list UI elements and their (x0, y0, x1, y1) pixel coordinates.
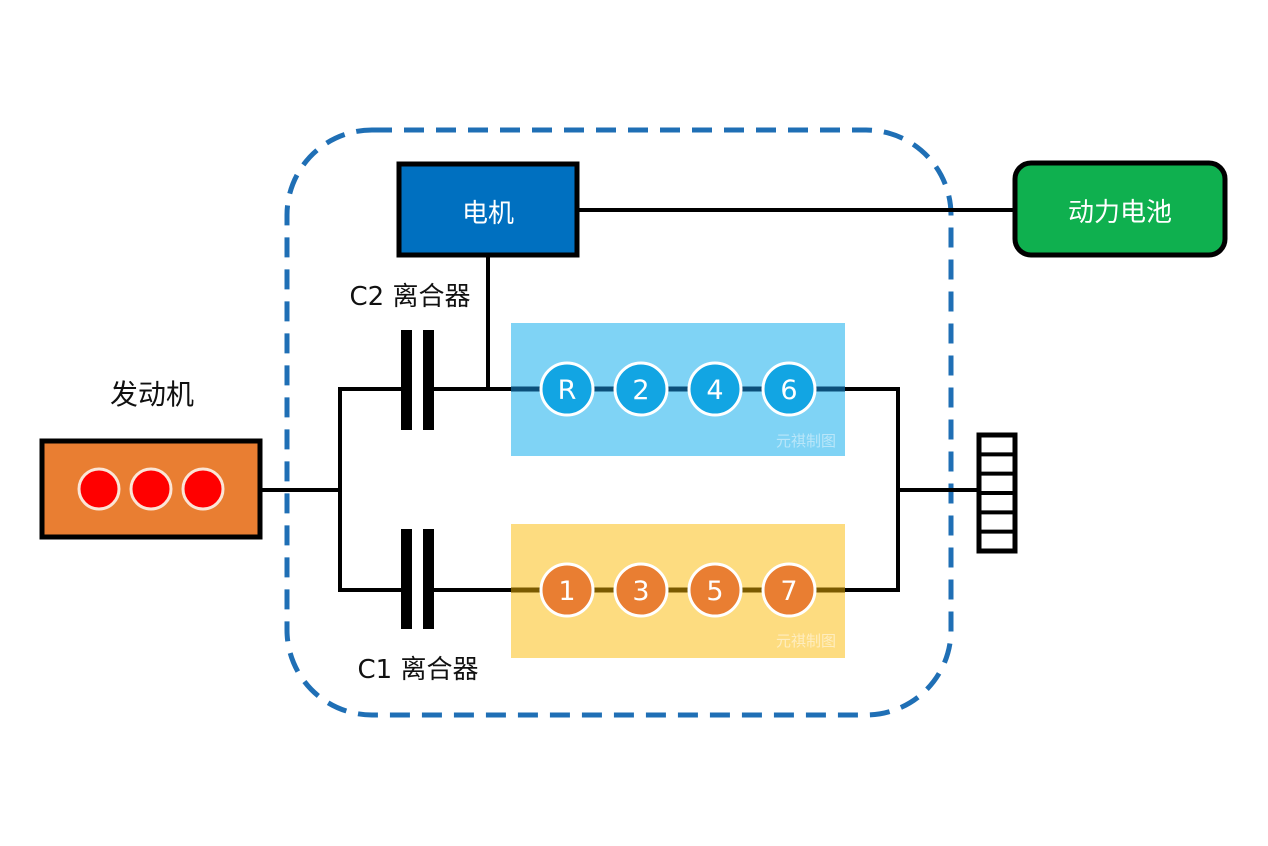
engine-cylinder-icon (129, 467, 173, 511)
even-gear-2[interactable]: 2 (613, 361, 669, 417)
gear-label: 1 (558, 576, 575, 607)
c2-clutch-plate-right (423, 330, 434, 430)
gear-circle-icon (761, 562, 817, 618)
battery-label: 动力电池 (1068, 198, 1172, 228)
transmission-boundary (284, 127, 954, 718)
even-panel-watermark: 元祺制图 (776, 432, 836, 450)
gear-circle-icon (761, 361, 817, 417)
gear-label: R (558, 375, 577, 406)
odd-gear-1[interactable]: 1 (539, 562, 595, 618)
engine-cylinder-icon (77, 467, 121, 511)
gear-label: 7 (780, 576, 797, 607)
gear-label: 5 (706, 576, 723, 607)
gear-circle-icon (687, 361, 743, 417)
c2-clutch-plate-left (401, 330, 412, 430)
gear-circle-icon (613, 562, 669, 618)
motor-block[interactable]: 电机 (396, 161, 580, 258)
gear-circle-icon (613, 361, 669, 417)
odd-gear-7[interactable]: 7 (761, 562, 817, 618)
odd-gear-3[interactable]: 3 (613, 562, 669, 618)
engine-cylinder-icon (181, 467, 225, 511)
even-gear-R[interactable]: R (539, 361, 595, 417)
odd-panel-watermark: 元祺制图 (776, 632, 836, 650)
even-gear-set: R 2 4 6 (539, 361, 817, 417)
c1-clutch-plate-left (401, 529, 412, 629)
even-gear-4[interactable]: 4 (687, 361, 743, 417)
c1-clutch-label: C1 离合器 (358, 655, 479, 685)
gear-label: 2 (632, 375, 649, 406)
engine-block[interactable] (39, 438, 263, 540)
output-bus (843, 387, 900, 592)
gear-label: 4 (706, 375, 723, 406)
c2-clutch-label: C2 离合器 (350, 282, 471, 312)
odd-gear-set: 1 3 5 7 (539, 562, 817, 618)
clutch-input-bus (338, 387, 404, 592)
even-gear-6[interactable]: 6 (761, 361, 817, 417)
engine-label: 发动机 (110, 378, 194, 411)
gear-circle-icon (539, 562, 595, 618)
gear-circle-icon (687, 562, 743, 618)
gear-label: 3 (632, 576, 649, 607)
motor-label: 电机 (462, 199, 514, 229)
gear-circle-icon (539, 361, 595, 417)
odd-gear-5[interactable]: 5 (687, 562, 743, 618)
output-gear (976, 432, 1018, 554)
battery-block[interactable]: 动力电池 (1012, 160, 1228, 258)
gear-label: 6 (780, 375, 797, 406)
c1-clutch-plate-right (423, 529, 434, 629)
